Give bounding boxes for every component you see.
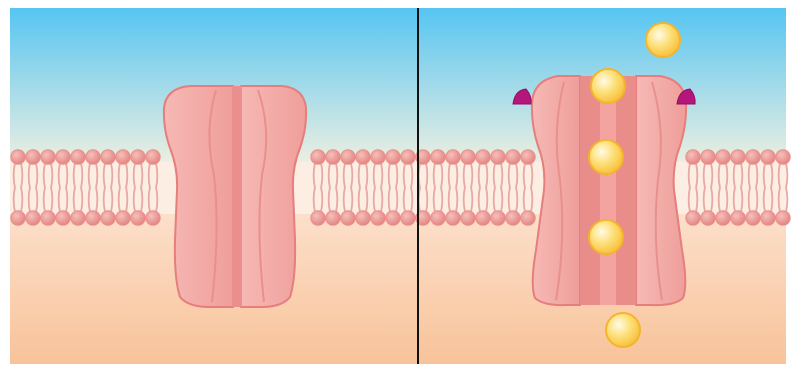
lipid-head [41, 211, 55, 225]
lipid-head [56, 211, 70, 225]
lipid-head [116, 211, 130, 225]
lipid-head [311, 211, 325, 225]
lipid-head [701, 150, 715, 164]
lipid-head [26, 150, 40, 164]
lipid-head [101, 150, 115, 164]
lipid-head [101, 211, 115, 225]
lipid-head [401, 211, 415, 225]
lipid-head [86, 211, 100, 225]
lipid-head [506, 211, 520, 225]
lipid-head [386, 150, 400, 164]
lipid-head [341, 150, 355, 164]
lipid-head [326, 150, 340, 164]
lipid-head [371, 211, 385, 225]
lipid-head [716, 150, 730, 164]
lipid-head [26, 211, 40, 225]
lipid-head [491, 150, 505, 164]
lipid-head [431, 150, 445, 164]
lipid-head [461, 211, 475, 225]
lipid-head [41, 150, 55, 164]
open-channel [532, 76, 686, 305]
ion [591, 69, 625, 103]
lipid-head [71, 211, 85, 225]
lipid-head [326, 211, 340, 225]
lipid-head [776, 211, 790, 225]
lipid-head [146, 150, 160, 164]
lipid-head [311, 150, 325, 164]
lipid-head [356, 211, 370, 225]
lipid-head [11, 150, 25, 164]
lipid-head [71, 150, 85, 164]
lipid-head [476, 150, 490, 164]
lipid-head [341, 211, 355, 225]
lipid-head [506, 150, 520, 164]
lipid-head [11, 211, 25, 225]
pore-channel-highlight [600, 76, 616, 305]
lipid-head [356, 150, 370, 164]
lipid-head [446, 150, 460, 164]
ion [589, 140, 623, 174]
lipid-head [761, 150, 775, 164]
ion [606, 313, 640, 347]
lipid-head [521, 211, 535, 225]
lipid-head [431, 211, 445, 225]
lipid-head [521, 150, 535, 164]
lipid-head [776, 150, 790, 164]
lipid-tail [786, 187, 787, 212]
lipid-head [686, 150, 700, 164]
lipid-head [731, 211, 745, 225]
lipid-head [56, 150, 70, 164]
lipid-head [461, 150, 475, 164]
lipid-head [476, 211, 490, 225]
closed-pore [232, 86, 242, 307]
lipid-head [131, 211, 145, 225]
lipid-head [686, 211, 700, 225]
lipid-head [761, 211, 775, 225]
lipid-head [491, 211, 505, 225]
lipid-head [401, 150, 415, 164]
lipid-head [116, 150, 130, 164]
closed-channel [164, 86, 306, 307]
lipid-head [386, 211, 400, 225]
lipid-head [131, 150, 145, 164]
ion [589, 220, 623, 254]
lipid-head [746, 211, 760, 225]
lipid-head [371, 150, 385, 164]
lipid-head [701, 211, 715, 225]
lipid-tail [786, 163, 787, 188]
lipid-head [731, 150, 745, 164]
lipid-head [746, 150, 760, 164]
lipid-head [446, 211, 460, 225]
lipid-head [716, 211, 730, 225]
ion [646, 23, 680, 57]
lipid-head [146, 211, 160, 225]
lipid-head [86, 150, 100, 164]
